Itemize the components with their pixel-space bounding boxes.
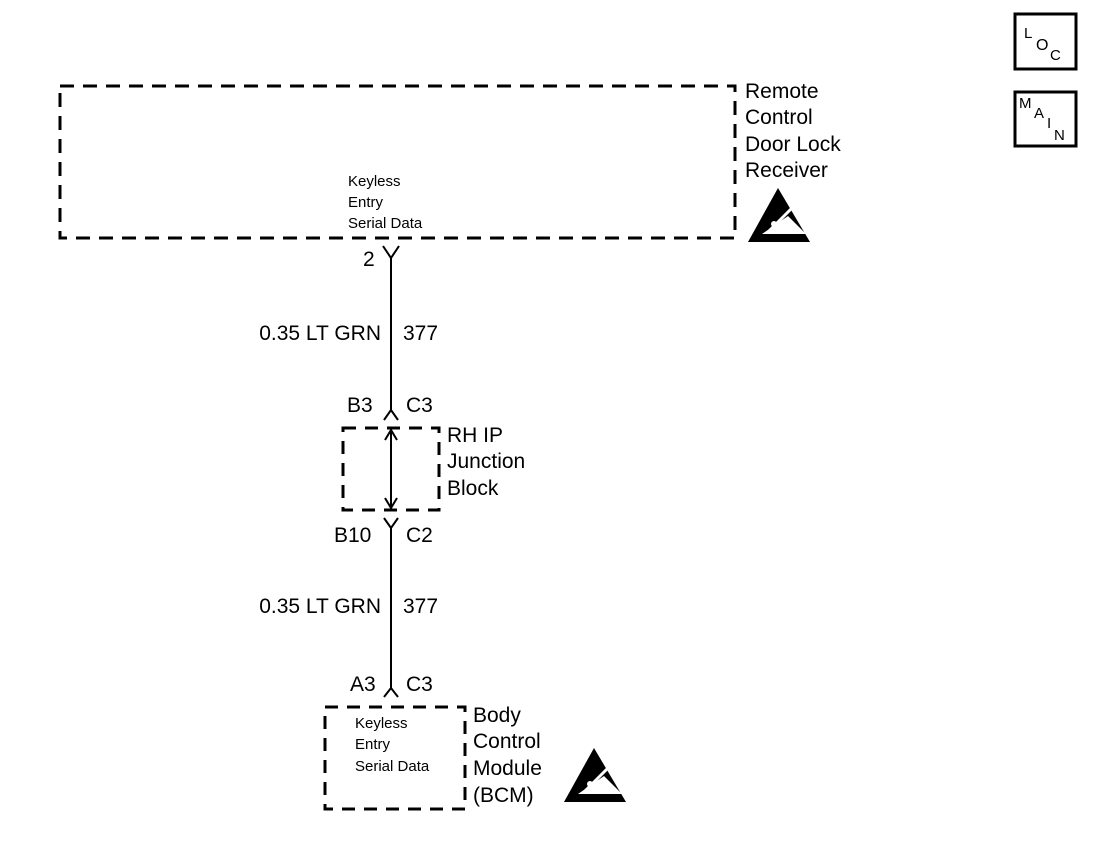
receiver-name-line2: Control bbox=[745, 106, 813, 129]
bcm-name-line3: Module bbox=[473, 757, 542, 780]
receiver-internal-line1: Keyless bbox=[348, 173, 401, 190]
junction-top-left-pin: B3 bbox=[347, 394, 373, 417]
loc-letter-l: L bbox=[1024, 25, 1032, 42]
junction-bottom-right-pin: C2 bbox=[406, 524, 433, 547]
main-letter-i: I bbox=[1047, 115, 1051, 132]
receiver-box bbox=[58, 84, 737, 240]
connector-junction-bottom bbox=[383, 517, 399, 530]
junction-name-line2: Junction bbox=[447, 450, 525, 473]
main-letter-m: M bbox=[1019, 95, 1032, 112]
connector-receiver bbox=[382, 245, 400, 260]
esd-warning-icon bbox=[748, 188, 810, 242]
junction-name-line1: RH IP bbox=[447, 424, 503, 447]
junction-block-box bbox=[341, 426, 441, 512]
loc-letter-c: C bbox=[1050, 47, 1061, 64]
junction-arrow-down bbox=[384, 497, 398, 510]
bcm-box bbox=[323, 705, 467, 811]
main-button[interactable]: M A I N bbox=[1013, 90, 1078, 148]
receiver-name-line1: Remote bbox=[745, 80, 819, 103]
loc-letter-o: O bbox=[1036, 37, 1048, 54]
junction-arrow-up bbox=[384, 428, 398, 441]
bcm-name-line2: Control bbox=[473, 730, 541, 753]
bcm-pin-left: A3 bbox=[350, 673, 376, 696]
junction-top-right-pin: C3 bbox=[406, 394, 433, 417]
wire-upper-circuit: 377 bbox=[403, 322, 438, 345]
receiver-name-line4: Receiver bbox=[745, 159, 828, 182]
junction-name-line3: Block bbox=[447, 477, 499, 500]
esd-warning-icon bbox=[564, 748, 626, 802]
bcm-name-line1: Body bbox=[473, 704, 521, 727]
main-letter-n: N bbox=[1054, 127, 1065, 144]
connector-bcm bbox=[383, 686, 399, 698]
bcm-name-line4: (BCM) bbox=[473, 784, 534, 807]
wire-lower-circuit: 377 bbox=[403, 595, 438, 618]
receiver-pin-label: 2 bbox=[363, 248, 375, 271]
bcm-internal-line1: Keyless bbox=[355, 715, 408, 732]
main-letter-a: A bbox=[1034, 105, 1044, 122]
connector-junction-top bbox=[383, 408, 399, 421]
receiver-internal-line2: Entry bbox=[348, 194, 384, 211]
loc-button[interactable]: L O C bbox=[1013, 12, 1078, 71]
bcm-internal-line3: Serial Data bbox=[355, 758, 430, 775]
bcm-internal-line2: Entry bbox=[355, 736, 391, 753]
bcm-pin-right: C3 bbox=[406, 673, 433, 696]
receiver-name-line3: Door Lock bbox=[745, 133, 841, 156]
receiver-internal-line3: Serial Data bbox=[348, 215, 423, 232]
wire-lower-gauge: 0.35 LT GRN bbox=[259, 595, 381, 618]
junction-bottom-left-pin: B10 bbox=[334, 524, 371, 547]
wire-upper-gauge: 0.35 LT GRN bbox=[259, 322, 381, 345]
